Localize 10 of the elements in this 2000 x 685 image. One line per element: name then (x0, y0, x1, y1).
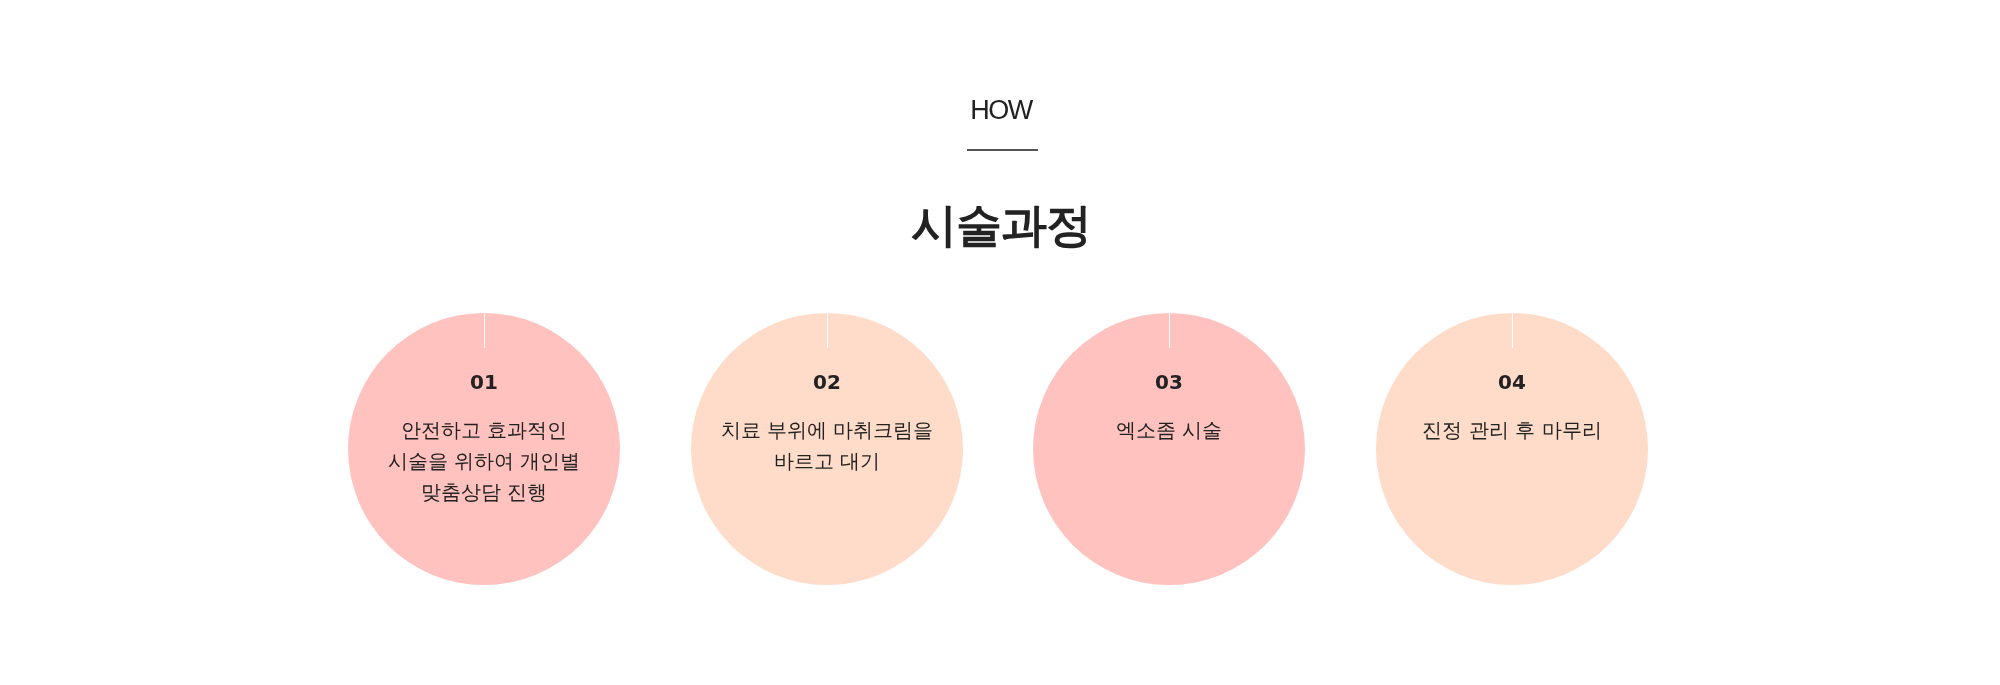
step-number: 04 (1498, 370, 1526, 394)
step-number: 03 (1155, 370, 1183, 394)
step-number: 01 (470, 370, 498, 394)
section-title: 시술과정 (911, 199, 1091, 251)
section-label: HOW (970, 96, 1032, 124)
step-description: 진정 관리 후 마무리 (1422, 417, 1602, 444)
step-description: 안전하고 효과적인 시술을 위하여 개인별 맞춤상담 진행 (386, 417, 582, 506)
step-description: 엑소좀 시술 (1115, 417, 1223, 444)
step-description: 치료 부위에 마취크림을 바르고 대기 (719, 417, 935, 475)
step-number: 02 (813, 370, 841, 394)
